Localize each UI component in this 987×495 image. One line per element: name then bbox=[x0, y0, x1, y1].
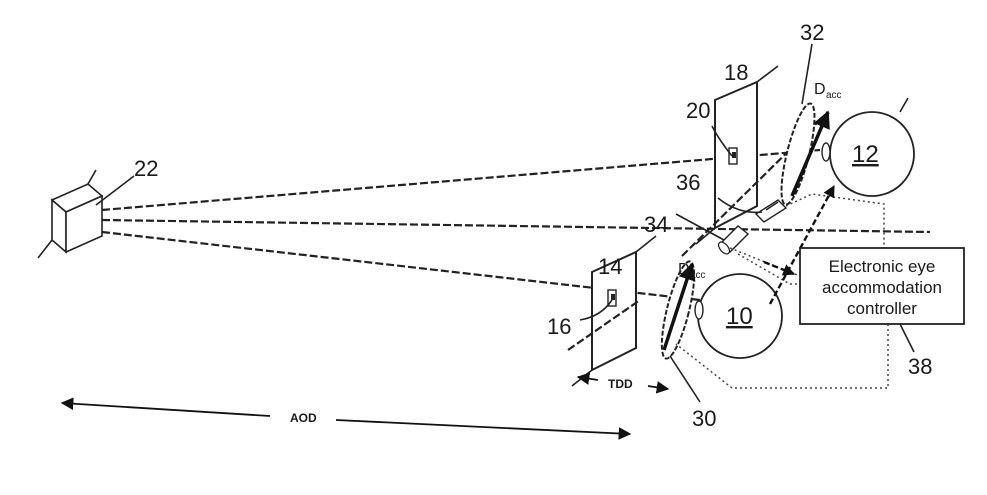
controller-line1: Electronic eye bbox=[829, 257, 936, 276]
dacc-upper-d: D bbox=[814, 81, 826, 98]
leader-30 bbox=[670, 356, 700, 402]
label-10: 10 bbox=[726, 303, 753, 330]
label-14: 14 bbox=[598, 254, 622, 279]
controller-line2: accommodation bbox=[822, 278, 942, 297]
leader-38 bbox=[900, 324, 914, 352]
leader-32 bbox=[802, 44, 812, 104]
label-22: 22 bbox=[134, 156, 158, 181]
label-32: 32 bbox=[800, 20, 824, 45]
label-18: 18 bbox=[724, 60, 748, 85]
leader-22 bbox=[96, 176, 134, 205]
sensor-34 bbox=[716, 226, 748, 256]
aod-label: AOD bbox=[290, 411, 317, 425]
image-20-icon bbox=[729, 148, 737, 164]
label-34: 34 bbox=[644, 212, 668, 237]
controller-line3: controller bbox=[847, 299, 917, 318]
object-box-22 bbox=[38, 170, 102, 258]
tdd-label: TDD bbox=[608, 377, 633, 391]
dacc-upper-sub: acc bbox=[826, 90, 842, 101]
label-38: 38 bbox=[908, 354, 932, 379]
dacc-lower-d: D bbox=[678, 261, 690, 278]
dacc-lower-sub: acc bbox=[690, 270, 706, 281]
aod-dimension bbox=[62, 403, 630, 434]
label-16: 16 bbox=[547, 314, 571, 339]
label-30: 30 bbox=[692, 406, 716, 431]
controller-box-38: Electronic eye accommodation controller bbox=[800, 248, 964, 324]
label-20: 20 bbox=[686, 98, 710, 123]
sensor-36 bbox=[756, 200, 786, 222]
label-36: 36 bbox=[676, 170, 700, 195]
label-12: 12 bbox=[852, 141, 879, 168]
